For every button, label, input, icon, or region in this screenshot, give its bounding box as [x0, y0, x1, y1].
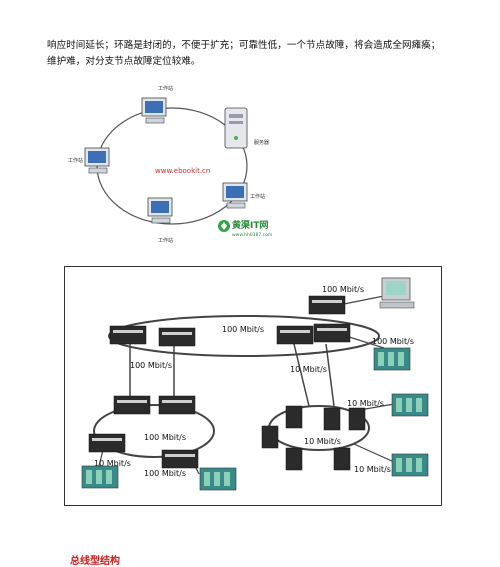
speed-label: 10 Mbit/s — [347, 399, 384, 408]
workstation-bottom-label: 工作站 — [158, 237, 173, 244]
workstation-bottom-icon — [147, 197, 173, 224]
switch-module — [348, 407, 366, 431]
switch-module — [113, 395, 151, 415]
switch-module — [161, 449, 199, 469]
speed-label: 10 Mbit/s — [290, 365, 327, 374]
workstation-top-label: 工作站 — [158, 85, 173, 92]
server-label: 服务器 — [254, 139, 269, 146]
speed-label: 100 Mbit/s — [322, 285, 364, 294]
workstation-right-label: 工作站 — [250, 193, 265, 200]
server-icon — [224, 107, 248, 149]
speed-label: 100 Mbit/s — [130, 361, 172, 370]
logo-url: www.hh0387.com — [232, 232, 272, 238]
io-device-icon — [373, 347, 411, 371]
workstation-right-icon — [222, 182, 248, 209]
section-heading: 总线型结构 — [70, 556, 120, 567]
left-ring-link — [93, 404, 215, 458]
switch-module — [323, 407, 341, 431]
speed-label: 100 Mbit/s — [372, 337, 414, 346]
switch-module — [88, 433, 126, 453]
paragraph-line-1: 响应时间延长；环路是封闭的，不便于扩充；可靠性低，一个节点故障，将会造成全网瘫痪… — [47, 40, 441, 51]
workstation-left-icon — [84, 147, 110, 174]
switch-module — [285, 405, 303, 429]
switch-module — [308, 295, 346, 315]
ring-topology-figure: 工作站 工作站 服务器 工作站 工作站 www.ebookit.cn 黄渠IT网… — [68, 85, 272, 244]
paragraph-line-2: 维护难，对分支节点故障定位较难。 — [47, 56, 201, 67]
switch-module — [158, 327, 196, 347]
io-device-icon — [391, 393, 429, 417]
io-device-icon — [391, 453, 429, 477]
workstation-left-label: 工作站 — [68, 157, 83, 164]
logo-text: 黄渠IT网 — [232, 219, 269, 231]
speed-label: 100 Mbit/s — [144, 433, 186, 442]
ring-network-figure: 100 Mbit/s 100 Mbit/s 100 Mbit/s 100 Mbi… — [81, 277, 429, 491]
switch-module — [109, 325, 147, 345]
io-device-icon — [81, 465, 119, 489]
switch-module — [261, 425, 279, 449]
switch-module — [333, 447, 351, 471]
speed-label: 100 Mbit/s — [144, 469, 186, 478]
speed-label: 10 Mbit/s — [94, 459, 131, 468]
switch-module — [158, 395, 196, 415]
watermark-text: www.ebookit.cn — [155, 167, 210, 175]
io-device-icon — [199, 467, 237, 491]
top-ring-link — [108, 315, 380, 357]
site-logo-icon — [218, 220, 230, 232]
switch-module — [313, 323, 351, 343]
body-paragraph: 响应时间延长；环路是封闭的，不便于扩充；可靠性低，一个节点故障，将会造成全网瘫痪… — [47, 38, 467, 70]
speed-label: 100 Mbit/s — [222, 325, 264, 334]
network-figure-frame — [64, 266, 442, 506]
switch-module — [276, 325, 314, 345]
workstation-top-icon — [141, 97, 167, 124]
speed-label: 10 Mbit/s — [304, 437, 341, 446]
pc-terminal-icon — [379, 277, 415, 309]
switch-module — [285, 447, 303, 471]
speed-label: 10 Mbit/s — [354, 465, 391, 474]
